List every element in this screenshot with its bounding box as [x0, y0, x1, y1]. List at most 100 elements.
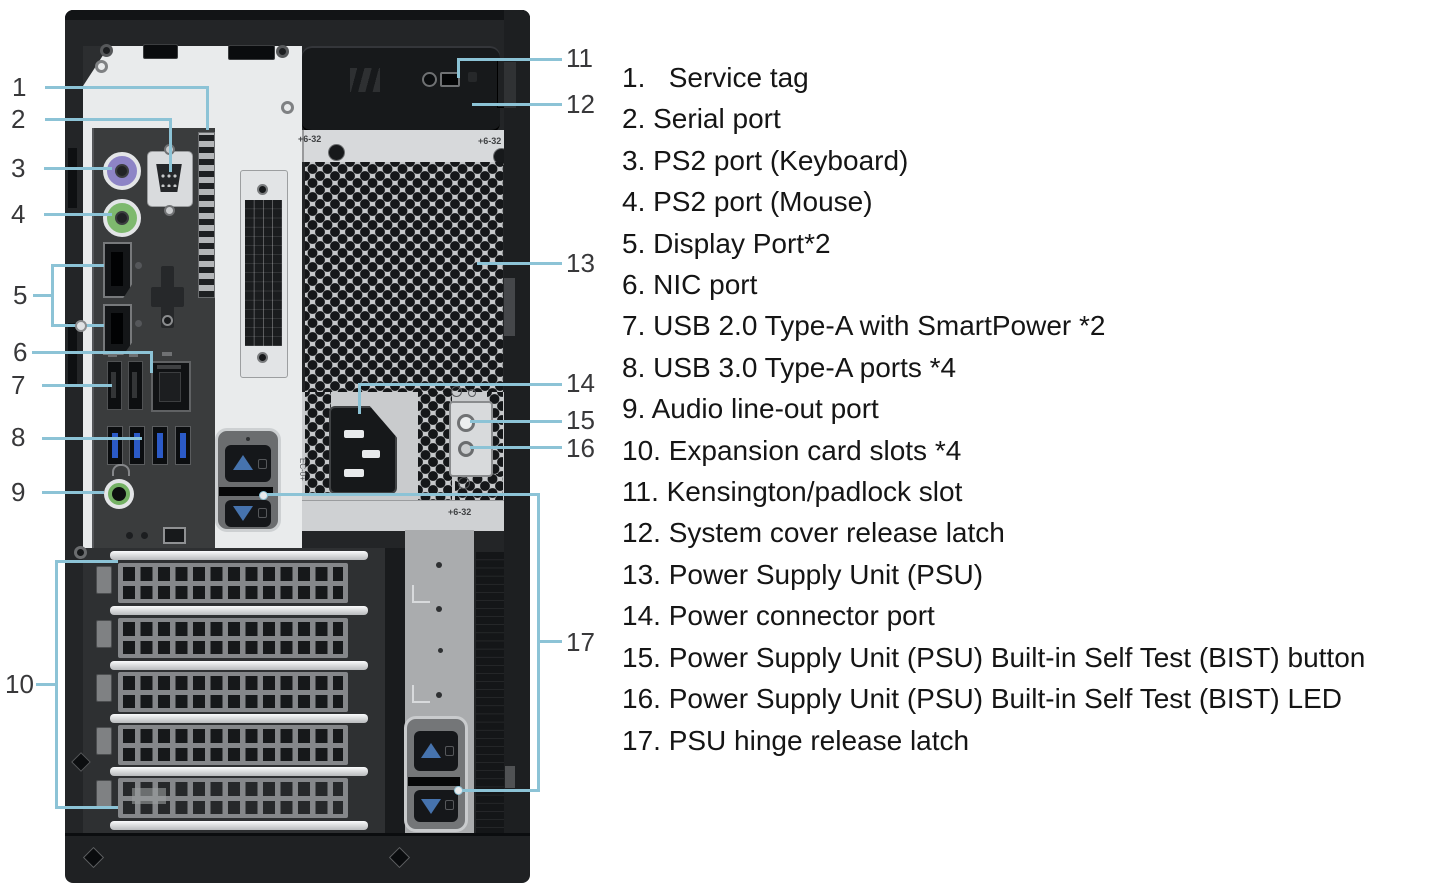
- lock-icon: [445, 800, 454, 810]
- callout-number-2: 2: [11, 104, 26, 134]
- usb3-blue-tab: [112, 433, 118, 458]
- unlock-icon: [258, 459, 267, 469]
- callout-line-3: [44, 167, 112, 170]
- psu-hinge-latch-lower: [404, 716, 468, 832]
- psu-bottom-band: [302, 500, 508, 531]
- latch-detent: [468, 72, 477, 82]
- side-vent: [476, 552, 504, 844]
- callout-number-13: 13: [566, 248, 595, 278]
- psu-symbol: [451, 386, 462, 397]
- displayport-1: [103, 242, 132, 298]
- psu-vent: [305, 392, 331, 496]
- callout-line-10: [55, 806, 118, 809]
- chassis-bottom: [65, 833, 530, 883]
- callout-line-17: [537, 640, 562, 643]
- panel-dot: [126, 532, 133, 539]
- latch-down-button: [414, 790, 458, 822]
- usb-tongue: [132, 372, 137, 398]
- screw-icon: [281, 101, 294, 114]
- usb3-port-2: [129, 426, 145, 465]
- unlock-icon: [445, 746, 454, 756]
- callout-number-17: 17: [566, 627, 595, 657]
- callout-line-14: [358, 383, 562, 386]
- callout-line-4: [44, 213, 112, 216]
- panel-dot: [438, 648, 443, 653]
- callout-number-4: 4: [11, 199, 26, 229]
- slot-latch-tab: [96, 727, 112, 755]
- psu-screw: [328, 144, 345, 161]
- power-pin: [362, 450, 380, 458]
- usb3-port-4: [175, 426, 191, 465]
- panel-dot: [141, 532, 148, 539]
- legend-list: 1. Service tag 2. Serial port 3. PS2 por…: [622, 57, 1442, 761]
- psu-thread-label: +6-32: [478, 136, 502, 146]
- callout-line-11: [457, 58, 460, 78]
- callout-line-7: [42, 384, 112, 387]
- slot-rail: [110, 767, 368, 776]
- callout-line-11: [457, 58, 562, 61]
- callout-line-13: [477, 262, 562, 265]
- chassis-top-lip: [65, 10, 530, 20]
- usb2-port-2: [128, 361, 143, 410]
- legend-item-3: 3. PS2 port (Keyboard): [622, 144, 909, 176]
- nic-inner: [159, 372, 181, 402]
- port-mark: [129, 353, 138, 357]
- legend-item-4: 4. PS2 port (Mouse): [622, 186, 873, 218]
- slot-vent-holes: [123, 729, 343, 761]
- psu-symbol: [468, 389, 476, 397]
- callout-number-10: 10: [5, 669, 34, 699]
- slot-sticker: [132, 788, 166, 804]
- frame-slot: [68, 148, 77, 208]
- screw-icon: [257, 184, 268, 195]
- callout-number-9: 9: [11, 477, 26, 507]
- dp-logo-mark: [135, 320, 142, 327]
- expansion-slot-3: [118, 672, 348, 712]
- slot-vent-holes: [123, 782, 343, 814]
- usb3-blue-tab: [134, 433, 140, 458]
- psu-thread-label: +6-32: [298, 134, 322, 144]
- slot-rail: [110, 714, 368, 723]
- vent-plate-holes: [245, 200, 282, 346]
- callout-line-5: [51, 264, 104, 267]
- padlock-ring-icon: [422, 72, 437, 87]
- callout-number-15: 15: [566, 405, 595, 435]
- legend-item-7: 7. USB 2.0 Type-A with SmartPower *2: [622, 310, 1106, 342]
- slot-latch-tab: [96, 780, 112, 808]
- panel-dot: [436, 692, 442, 698]
- psu-vent: [418, 392, 452, 504]
- expansion-slot-1: [118, 563, 348, 603]
- hinge-guide-mark: [412, 685, 430, 703]
- callout-line-12: [472, 103, 562, 106]
- slot-vent-holes: [123, 567, 343, 599]
- kensington-slot: [440, 72, 460, 87]
- callout-number-6: 6: [13, 337, 28, 367]
- callout-line-10: [36, 683, 57, 686]
- legend-item-1: 1. Service tag: [622, 62, 809, 93]
- usb-tongue: [111, 372, 116, 398]
- nic-port: [151, 361, 191, 412]
- callout-number-12: 12: [566, 89, 595, 119]
- callout-line-16: [470, 446, 562, 449]
- legend-item-14: 14. Power connector port: [622, 600, 935, 632]
- port-mark: [108, 353, 117, 357]
- screw-icon: [95, 60, 108, 73]
- slot-rail: [110, 551, 368, 560]
- callout-number-7: 7: [11, 370, 26, 400]
- lock-icon: [258, 508, 267, 518]
- callout-line-17: [263, 493, 540, 496]
- usb3-blue-tab: [157, 433, 163, 458]
- line-endpoint-dot: [454, 786, 463, 795]
- panel-dot: [436, 562, 442, 568]
- slot-vent-holes: [123, 676, 343, 708]
- edge-tab: [504, 278, 515, 336]
- ps2-pin-shield: [115, 164, 129, 178]
- usb3-blue-tab: [180, 433, 186, 458]
- callout-line-1: [206, 86, 209, 130]
- legend-item-11: 11. Kensington/padlock slot: [622, 476, 963, 508]
- ground-symbol: [458, 477, 470, 489]
- edge-tab: [505, 766, 515, 788]
- slot-rail: [110, 821, 368, 830]
- callout-number-1: 1: [12, 72, 27, 102]
- ps2-mouse-port: [103, 199, 141, 237]
